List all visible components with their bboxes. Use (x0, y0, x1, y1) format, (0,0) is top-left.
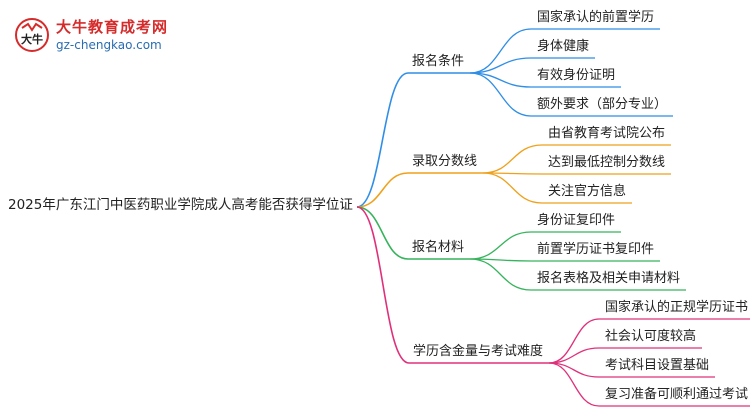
leaf-id-copy: 身份证复印件 (537, 213, 616, 228)
branch-connector (356, 206, 409, 260)
leaf-prior-education: 国家承认的前置学历 (537, 10, 655, 25)
branch-admission-score: 录取分数线 (412, 154, 478, 169)
leaf-application-forms: 报名表格及相关申请材料 (537, 271, 681, 286)
leaf-connector (469, 57, 532, 74)
site-logo[interactable]: 大牛 大牛教育成考网 gz-chengkao.com (6, 14, 176, 58)
branch-registration-conditions: 报名条件 (412, 54, 465, 69)
leaf-score-published: 由省教育考试院公布 (548, 126, 666, 141)
leaf-connector (482, 144, 543, 174)
logo-icon: 大牛 (15, 18, 49, 52)
leaf-connector (482, 172, 543, 204)
leaf-connector (469, 28, 532, 74)
leaf-pass-with-prep: 复习准备可顺利通过考试 (605, 387, 749, 402)
leaf-official-info: 关注官方信息 (548, 184, 627, 199)
logo-url: gz-chengkao.com (56, 38, 162, 52)
leaf-social-recognition: 社会认可度较高 (605, 329, 697, 344)
leaf-min-score: 达到最低控制分数线 (548, 155, 666, 170)
leaf-diploma-copy: 前置学历证书复印件 (537, 242, 655, 257)
branch-registration-materials: 报名材料 (412, 240, 465, 255)
leaf-connector (548, 362, 600, 407)
branch-connector (356, 206, 410, 364)
logo-mark-text: 大牛 (21, 32, 43, 46)
leaf-connector (548, 318, 600, 364)
leaf-connector (469, 231, 532, 260)
leaf-basic-subjects: 考试科目设置基础 (605, 358, 710, 373)
branch-value-and-difficulty: 学历含金量与考试难度 (413, 344, 544, 359)
leaf-health: 身体健康 (537, 39, 590, 54)
leaf-connector (548, 347, 600, 364)
leaf-connector (469, 72, 532, 117)
mindmap-root: 2025年广东江门中医药职业学院成人高考能否获得学位证 (8, 197, 353, 213)
leaf-valid-id: 有效身份证明 (537, 68, 616, 83)
logo-title: 大牛教育成考网 (56, 18, 169, 36)
leaf-connector (469, 258, 532, 291)
leaf-recognized-diploma: 国家承认的正规学历证书 (605, 300, 749, 315)
branch-connector (356, 72, 409, 208)
leaf-extra-requirements: 额外要求（部分专业） (537, 97, 668, 112)
branch-connector (356, 172, 409, 208)
